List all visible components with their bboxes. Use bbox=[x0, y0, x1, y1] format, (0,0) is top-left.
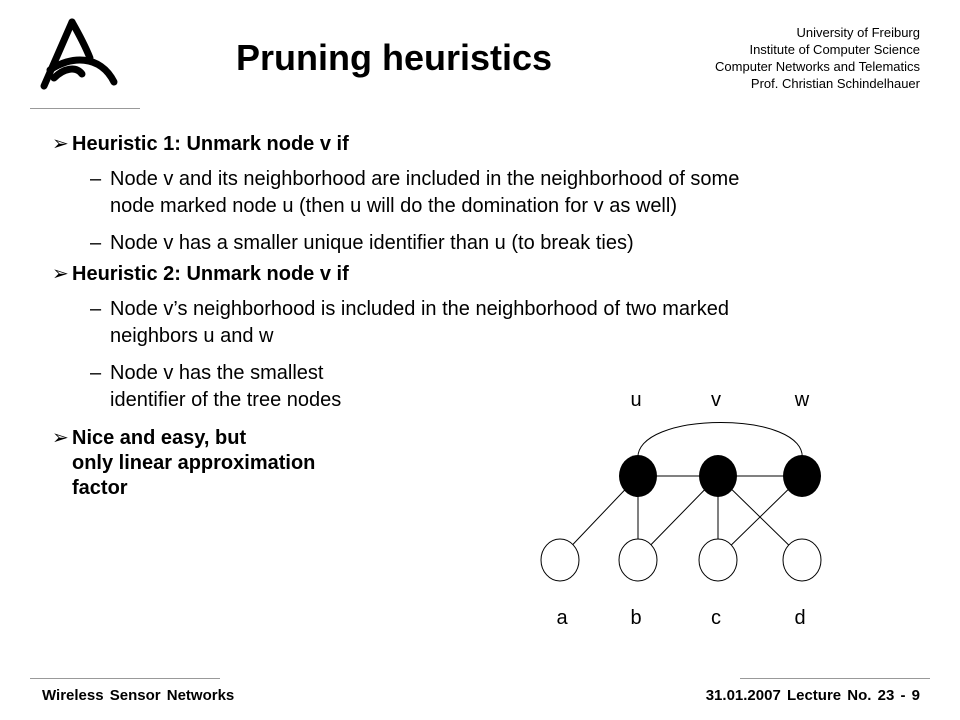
institution-line: Prof. Christian Schindelhauer bbox=[750, 76, 920, 91]
node-w bbox=[783, 455, 821, 497]
node-d bbox=[782, 538, 822, 582]
node-label-a: a bbox=[556, 607, 568, 629]
sub-bullet-item: – Node v and its neighborhood are includ… bbox=[90, 166, 739, 220]
footer-date-lecture: 31.01.2007 Lecture No. 23 - 9 bbox=[705, 687, 920, 704]
sub-bullet-text: Node v has a smaller unique identifier t… bbox=[110, 232, 634, 254]
footer-course-title: Wireless Sensor Networks bbox=[42, 687, 235, 704]
sub-bullet-text: Node v’s neighborhood is included in the… bbox=[110, 298, 729, 320]
sub-bullet-text: Node v and its neighborhood are included… bbox=[110, 168, 740, 190]
edge-u-w-arc bbox=[637, 422, 803, 461]
institution-block: University of Freiburg Institute of Comp… bbox=[715, 24, 920, 92]
header-rule-left bbox=[30, 108, 140, 109]
sub-bullet-text: Node v has the smallest bbox=[110, 362, 324, 384]
dash-marker: – bbox=[90, 298, 102, 320]
bullet-arrow-icon: ➢ bbox=[52, 263, 69, 285]
node-b bbox=[618, 538, 658, 582]
node-label-d: d bbox=[794, 607, 805, 629]
footer-rule-left bbox=[30, 678, 220, 679]
slide-title: Pruning heuristics bbox=[236, 37, 553, 78]
node-label-u: u bbox=[630, 389, 641, 411]
bullet-text: Nice and easy, but bbox=[72, 427, 247, 449]
institution-line: Computer Networks and Telematics bbox=[715, 59, 920, 74]
bullet-text: Heuristic 2: Unmark node v if bbox=[72, 263, 349, 285]
node-a bbox=[540, 538, 580, 582]
bullet-text: Heuristic 1: Unmark node v if bbox=[72, 133, 349, 155]
bullet-item: ➢ Heuristic 1: Unmark node v if bbox=[52, 132, 349, 157]
tree-graph-diagram: u v w a b c d bbox=[540, 389, 822, 629]
node-v bbox=[699, 455, 737, 497]
bullet-item: ➢ Heuristic 2: Unmark node v if bbox=[52, 262, 349, 287]
university-logo-icon bbox=[40, 18, 118, 90]
sub-bullet-item: – Node v has the smallest identifier of … bbox=[90, 360, 341, 414]
bullet-arrow-icon: ➢ bbox=[52, 133, 69, 155]
dash-marker: – bbox=[90, 232, 102, 254]
sub-bullet-text: identifier of the tree nodes bbox=[110, 389, 342, 411]
bullet-arrow-icon: ➢ bbox=[52, 427, 69, 449]
institution-line: University of Freiburg bbox=[796, 25, 920, 40]
node-label-b: b bbox=[630, 607, 641, 629]
node-u bbox=[619, 455, 657, 497]
sub-bullet-item: – Node v has a smaller unique identifier… bbox=[90, 230, 634, 257]
dash-marker: – bbox=[90, 168, 102, 190]
bullet-item: ➢ Nice and easy, but only linear approxi… bbox=[52, 426, 315, 501]
bullet-text: only linear approximation bbox=[72, 452, 316, 474]
dash-marker: – bbox=[90, 362, 102, 384]
sub-bullet-text: neighbors u and w bbox=[110, 325, 274, 347]
sub-bullet-item: – Node v’s neighborhood is included in t… bbox=[90, 296, 729, 350]
node-label-c: c bbox=[711, 607, 721, 629]
institution-line: Institute of Computer Science bbox=[749, 42, 920, 57]
node-label-v: v bbox=[711, 389, 721, 411]
bullet-text: factor bbox=[72, 477, 128, 499]
footer-rule-right bbox=[740, 678, 930, 679]
sub-bullet-text: node marked node u (then u will do the d… bbox=[110, 195, 677, 217]
node-label-w: w bbox=[794, 389, 810, 411]
node-c bbox=[698, 538, 738, 582]
